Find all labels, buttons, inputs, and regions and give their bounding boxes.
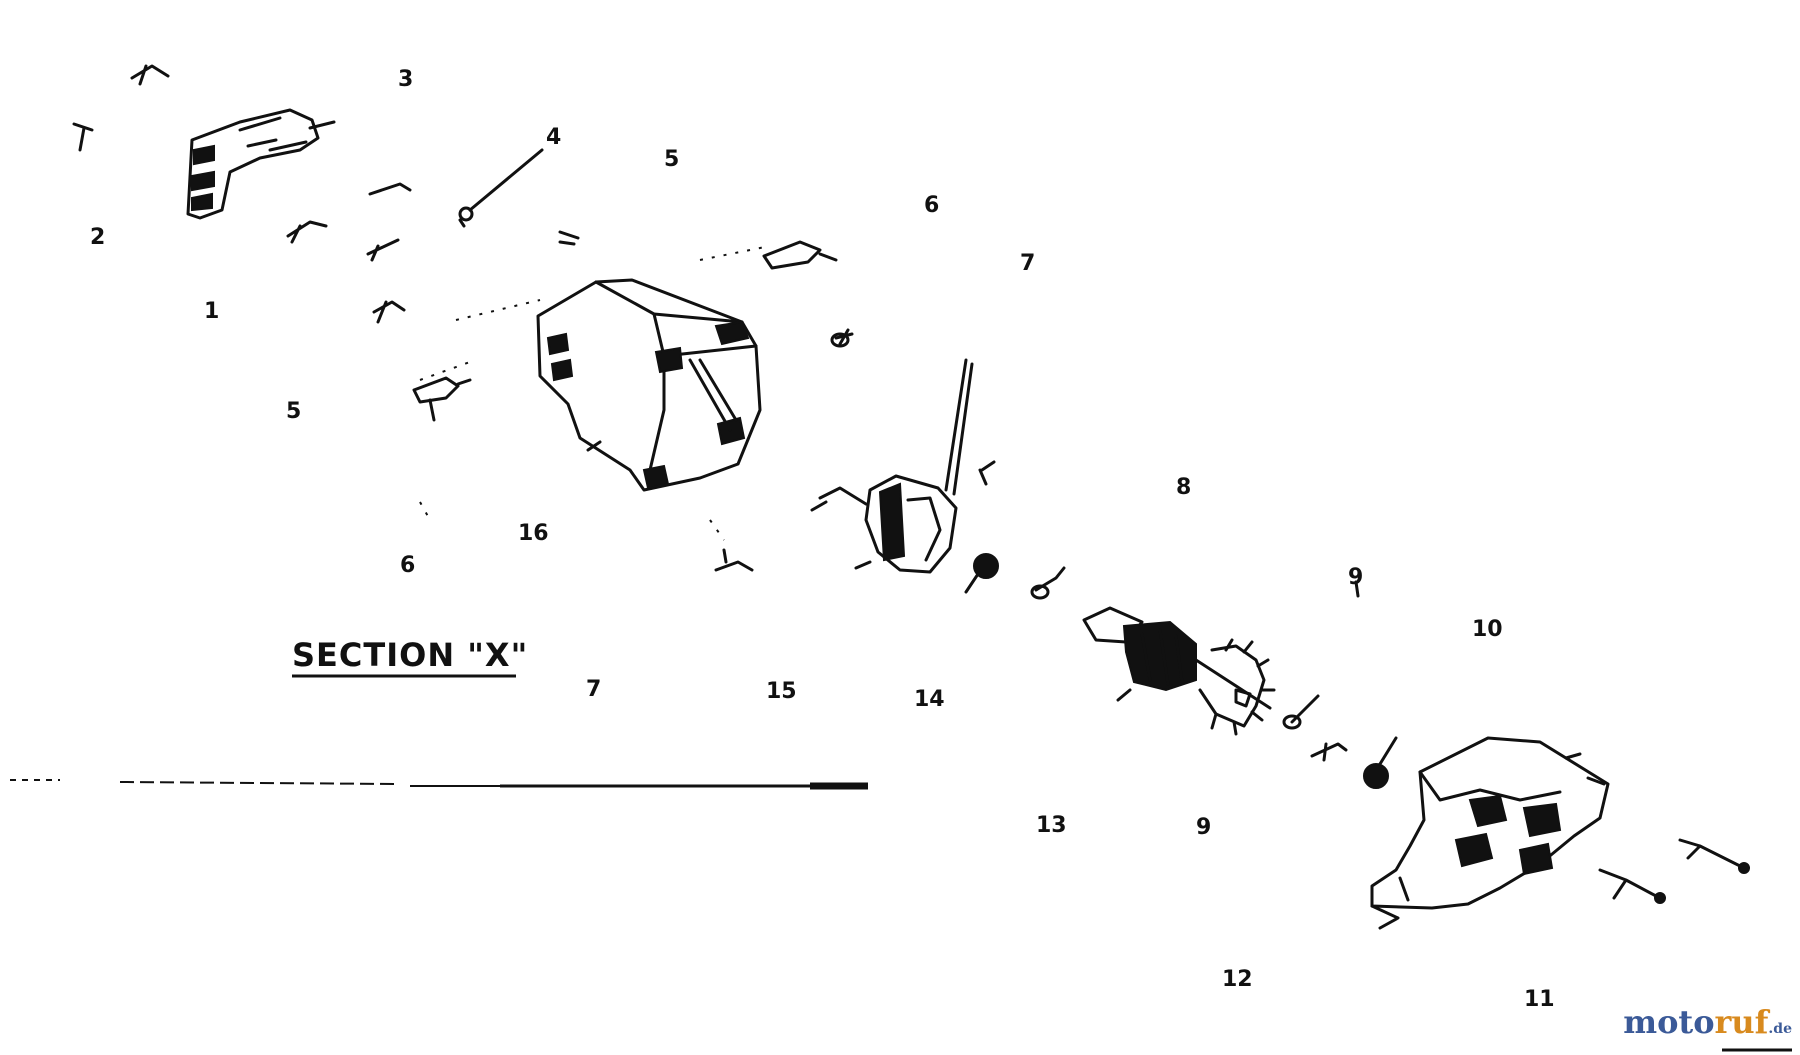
callout-3: 3 [398, 67, 413, 92]
armature-part [1082, 606, 1276, 736]
separator-line [10, 779, 868, 790]
watermark-part-a: moto [1623, 1003, 1715, 1041]
brush-cover-part [186, 108, 320, 220]
brush-holder-part [412, 230, 854, 422]
callout-2: 2 [90, 225, 105, 250]
screw-part-right [1598, 838, 1750, 904]
assembly-lines [419, 245, 771, 541]
callout-9b: 9 [1196, 815, 1211, 840]
washer-part [1282, 580, 1398, 789]
screw-part-top [72, 64, 412, 324]
callout-5a: 5 [664, 147, 679, 172]
callout-8: 8 [1176, 475, 1191, 500]
callout-5b: 5 [286, 399, 301, 424]
callout-10: 10 [1472, 617, 1503, 642]
callout-9a: 9 [1348, 565, 1363, 590]
callout-11: 11 [1524, 987, 1555, 1012]
end-housing-part [1370, 736, 1610, 930]
callout-15: 15 [766, 679, 797, 704]
callout-6b: 6 [400, 553, 415, 578]
callout-12: 12 [1222, 967, 1253, 992]
callout-14: 14 [914, 687, 945, 712]
callout-6a: 6 [924, 193, 939, 218]
callout-7a: 7 [1020, 251, 1035, 276]
stator-part [810, 358, 996, 574]
callout-1: 1 [204, 299, 219, 324]
bearing-part [714, 548, 1066, 600]
callout-7b: 7 [586, 677, 601, 702]
watermark-logo: motoruf.de [1623, 1003, 1792, 1041]
section-title: SECTION "X" [292, 636, 528, 674]
watermark-part-b: ruf [1714, 1003, 1769, 1041]
watermark-part-c: .de [1768, 1021, 1792, 1037]
field-housing-part [536, 278, 762, 492]
callout-4: 4 [546, 125, 561, 150]
callout-16: 16 [518, 521, 549, 546]
callout-13: 13 [1036, 813, 1067, 838]
spring-part [458, 148, 544, 228]
